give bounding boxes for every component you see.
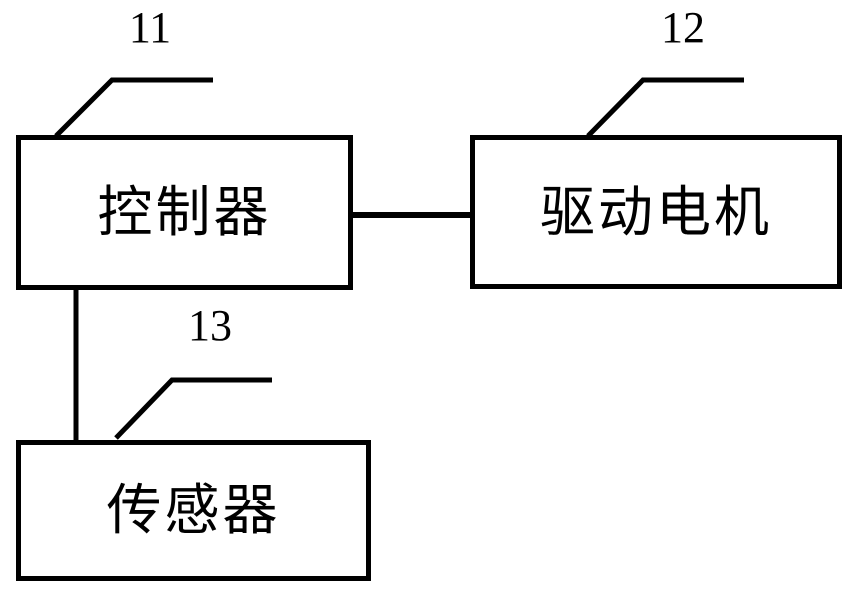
ref-label-controller: 11 [128,3,172,52]
block-motor: 驱动电机 [470,135,842,289]
block-sensor: 传感器 [16,440,371,581]
block-controller-label: 控制器 [97,182,272,243]
leader-line-11 [54,77,213,138]
block-controller: 控制器 [16,135,353,290]
leader-line-13 [114,377,272,440]
block-sensor-label: 传感器 [106,480,281,541]
ref-label-sensor: 13 [188,301,232,350]
ref-label-motor: 12 [661,3,705,52]
leader-line-12 [586,77,744,138]
block-motor-label: 驱动电机 [539,181,772,243]
